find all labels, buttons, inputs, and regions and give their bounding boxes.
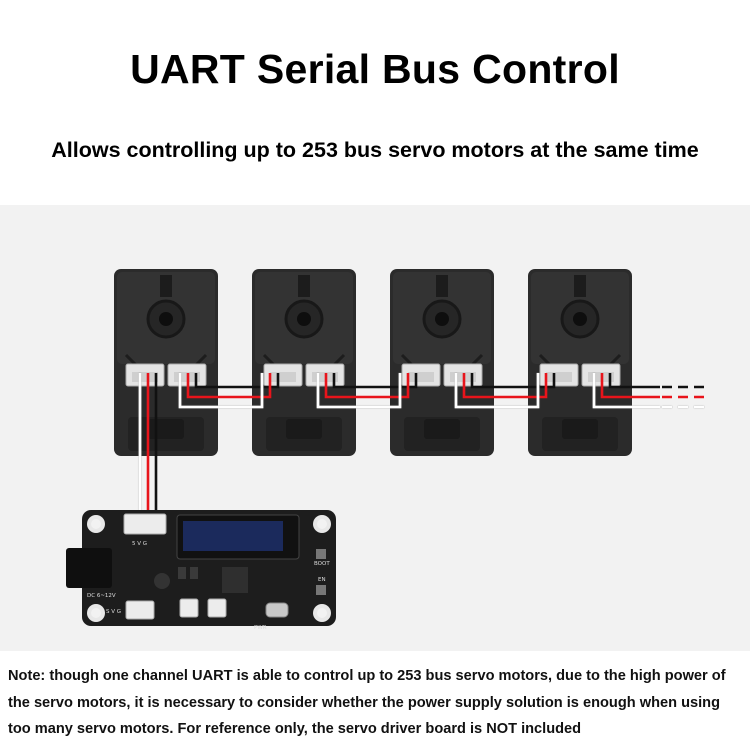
boot-label: BOOT [314,561,330,567]
svg-pin-label: S V G [106,609,121,615]
page-subtitle: Allows controlling up to 253 bus servo m… [51,138,699,162]
ground-wires [154,373,660,515]
servo-connector [123,513,167,535]
oled-display [183,521,283,551]
pwr-label: PWR [254,625,267,631]
bus-wires [138,373,708,515]
page-title: UART Serial Bus Control [130,46,620,92]
dc-label: DC 6~12V [87,593,116,599]
servo-motor-2 [250,267,358,458]
servo-driver-board: 5 V G BOOT EN DC 6~12V PWR S V G [66,510,336,631]
dc-jack [66,548,112,588]
servo-motor-1 [112,267,220,458]
en-label: EN [318,577,326,583]
en-button [316,585,326,595]
servo-motor-3 [388,267,496,458]
illustration-area: 5 V G BOOT EN DC 6~12V PWR S V G [0,205,750,651]
servo-motor-4 [526,267,634,458]
servo-bus-illustration: 5 V G BOOT EN DC 6~12V PWR S V G [66,267,708,631]
disclaimer-note: Note: though one channel UART is able to… [8,668,726,737]
usb-c-port [265,602,289,618]
signal-wires [138,373,660,515]
continuation-dashes [662,385,708,409]
boot-button [316,549,326,559]
power-wires [146,373,660,515]
servo-pin-label: 5 V G [132,541,147,547]
